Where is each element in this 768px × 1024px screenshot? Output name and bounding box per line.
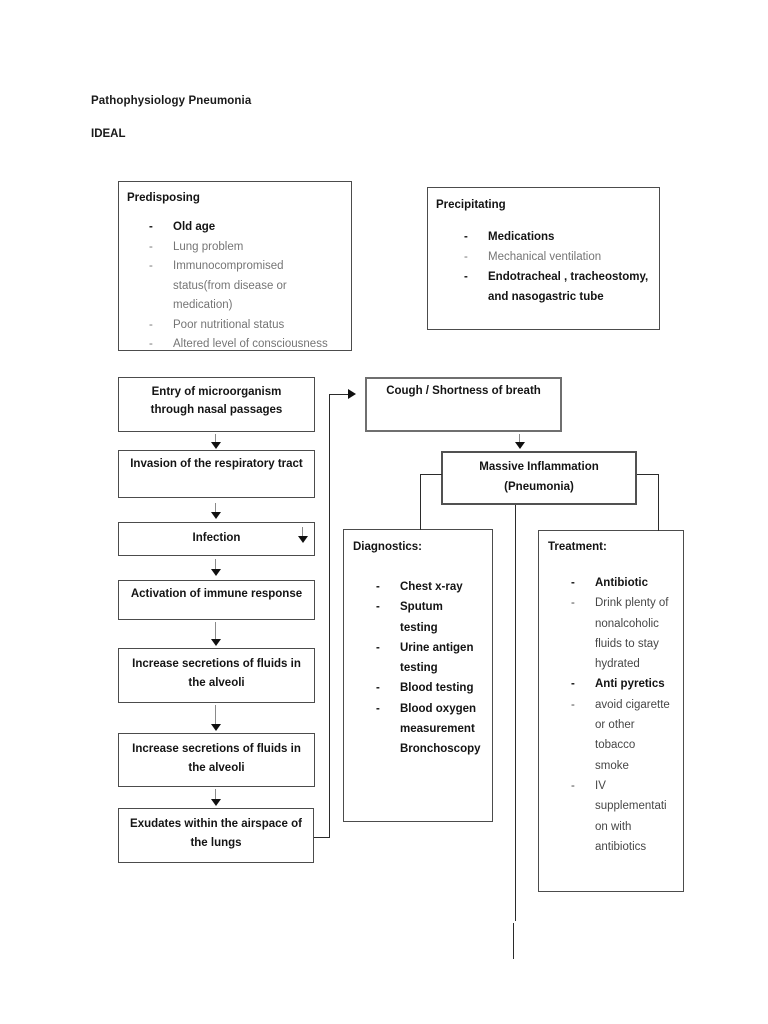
treatment-list: -Antibiotic -Drink plenty of nonalcoholi… <box>571 573 679 857</box>
flow-step-cough-shortness-of-breath: Cough / Shortness of breath <box>365 377 562 432</box>
flow-step-exudates: Exudates within the airspace of the lung… <box>118 808 314 863</box>
list-dash: - <box>149 338 153 350</box>
list-dash: - <box>571 577 575 589</box>
connector-line <box>515 505 516 921</box>
list-item: -avoid cigarette or other tobacco smoke <box>571 695 679 776</box>
treatment-box: Treatment: -Antibiotic -Drink plenty of … <box>538 530 684 892</box>
flow-step-immune-response: Activation of immune response <box>118 580 315 620</box>
right-arrow-icon <box>348 389 356 399</box>
diagnostics-box: Diagnostics: -Chest x-ray -Sputum testin… <box>343 529 493 822</box>
connector-line <box>658 474 659 531</box>
list-dash: - <box>464 231 468 243</box>
list-item: -Poor nutritional status <box>149 316 343 336</box>
connector-line <box>420 474 442 475</box>
down-arrow-icon <box>210 503 222 519</box>
list-item: -Mechanical ventilation <box>464 247 651 267</box>
list-item: -Anti pyretics <box>571 674 679 694</box>
list-item: -Urine antigen testing <box>376 638 486 679</box>
list-item: -Sputum testing <box>376 597 486 638</box>
list-dash: - <box>149 221 153 233</box>
list-item: -Drink plenty of nonalcoholic fluids to … <box>571 593 679 674</box>
list-dash: - <box>571 698 575 711</box>
precipitating-heading: Precipitating <box>436 199 506 211</box>
down-arrow-icon <box>210 705 222 731</box>
flow-step-invasion-respiratory-tract: Invasion of the respiratory tract <box>118 450 315 498</box>
predisposing-heading: Predisposing <box>127 192 200 204</box>
down-arrow-icon <box>210 434 222 449</box>
down-arrow-icon <box>297 527 309 543</box>
flow-step-entry-of-microorganism: Entry of microorganism through nasal pas… <box>118 377 315 432</box>
list-item: -Medications <box>464 227 651 247</box>
list-dash: - <box>376 641 380 654</box>
diagnostics-heading: Diagnostics: <box>353 541 423 553</box>
list-dash: - <box>571 678 575 691</box>
diagnostics-list: -Chest x-ray -Sputum testing -Urine anti… <box>376 577 486 760</box>
page-subtitle: IDEAL <box>91 128 126 140</box>
list-dash: - <box>464 271 468 283</box>
list-item: -Altered level of consciousness <box>149 335 343 350</box>
down-arrow-icon <box>210 622 222 646</box>
page-title: Pathophysiology Pneumonia <box>91 95 252 107</box>
list-dash: - <box>376 682 380 695</box>
precipitating-list: -Medications -Mechanical ventilation -En… <box>464 227 651 307</box>
list-dash: - <box>571 597 575 610</box>
list-dash: - <box>571 779 575 792</box>
connector-line <box>329 394 330 838</box>
connector-line <box>314 837 330 838</box>
list-dash: - <box>149 318 153 331</box>
flow-step-massive-inflammation: Massive Inflammation (Pneumonia) <box>441 451 637 505</box>
list-dash: - <box>149 260 153 272</box>
list-item: -Endotracheal , tracheostomy, and nasoga… <box>464 267 651 307</box>
list-item: -Blood oxygen measurement Bronchoscopy <box>376 699 486 760</box>
down-arrow-icon <box>210 559 222 576</box>
list-item: -Immunocompromised status(from disease o… <box>149 257 343 316</box>
list-dash: - <box>376 702 380 715</box>
predisposing-box: Predisposing -Old age -Lung problem -Imm… <box>118 181 352 351</box>
flow-step-infection: Infection <box>118 522 315 556</box>
predisposing-list: -Old age -Lung problem -Immunocompromise… <box>149 218 343 350</box>
list-dash: - <box>464 251 468 263</box>
flow-step-increase-secretions-1: Increase secretions of fluids in the alv… <box>118 648 315 703</box>
list-item: -Antibiotic <box>571 573 679 593</box>
flow-step-increase-secretions-2: Increase secretions of fluids in the alv… <box>118 733 315 787</box>
list-dash: - <box>376 601 380 614</box>
list-dash: - <box>149 240 153 253</box>
connector-line <box>420 474 421 530</box>
list-item: -IV supplementati on with antibiotics <box>571 776 679 857</box>
list-item: -Old age <box>149 218 343 238</box>
list-dash: - <box>376 581 380 593</box>
treatment-heading: Treatment: <box>548 541 607 553</box>
down-arrow-icon <box>514 434 526 449</box>
list-item: -Blood testing <box>376 678 486 698</box>
connector-line <box>330 394 349 395</box>
connector-line <box>637 474 659 475</box>
connector-line <box>513 923 514 959</box>
list-item: -Lung problem <box>149 238 343 258</box>
down-arrow-icon <box>210 789 222 806</box>
precipitating-box: Precipitating -Medications -Mechanical v… <box>427 187 660 330</box>
list-item: -Chest x-ray <box>376 577 486 597</box>
